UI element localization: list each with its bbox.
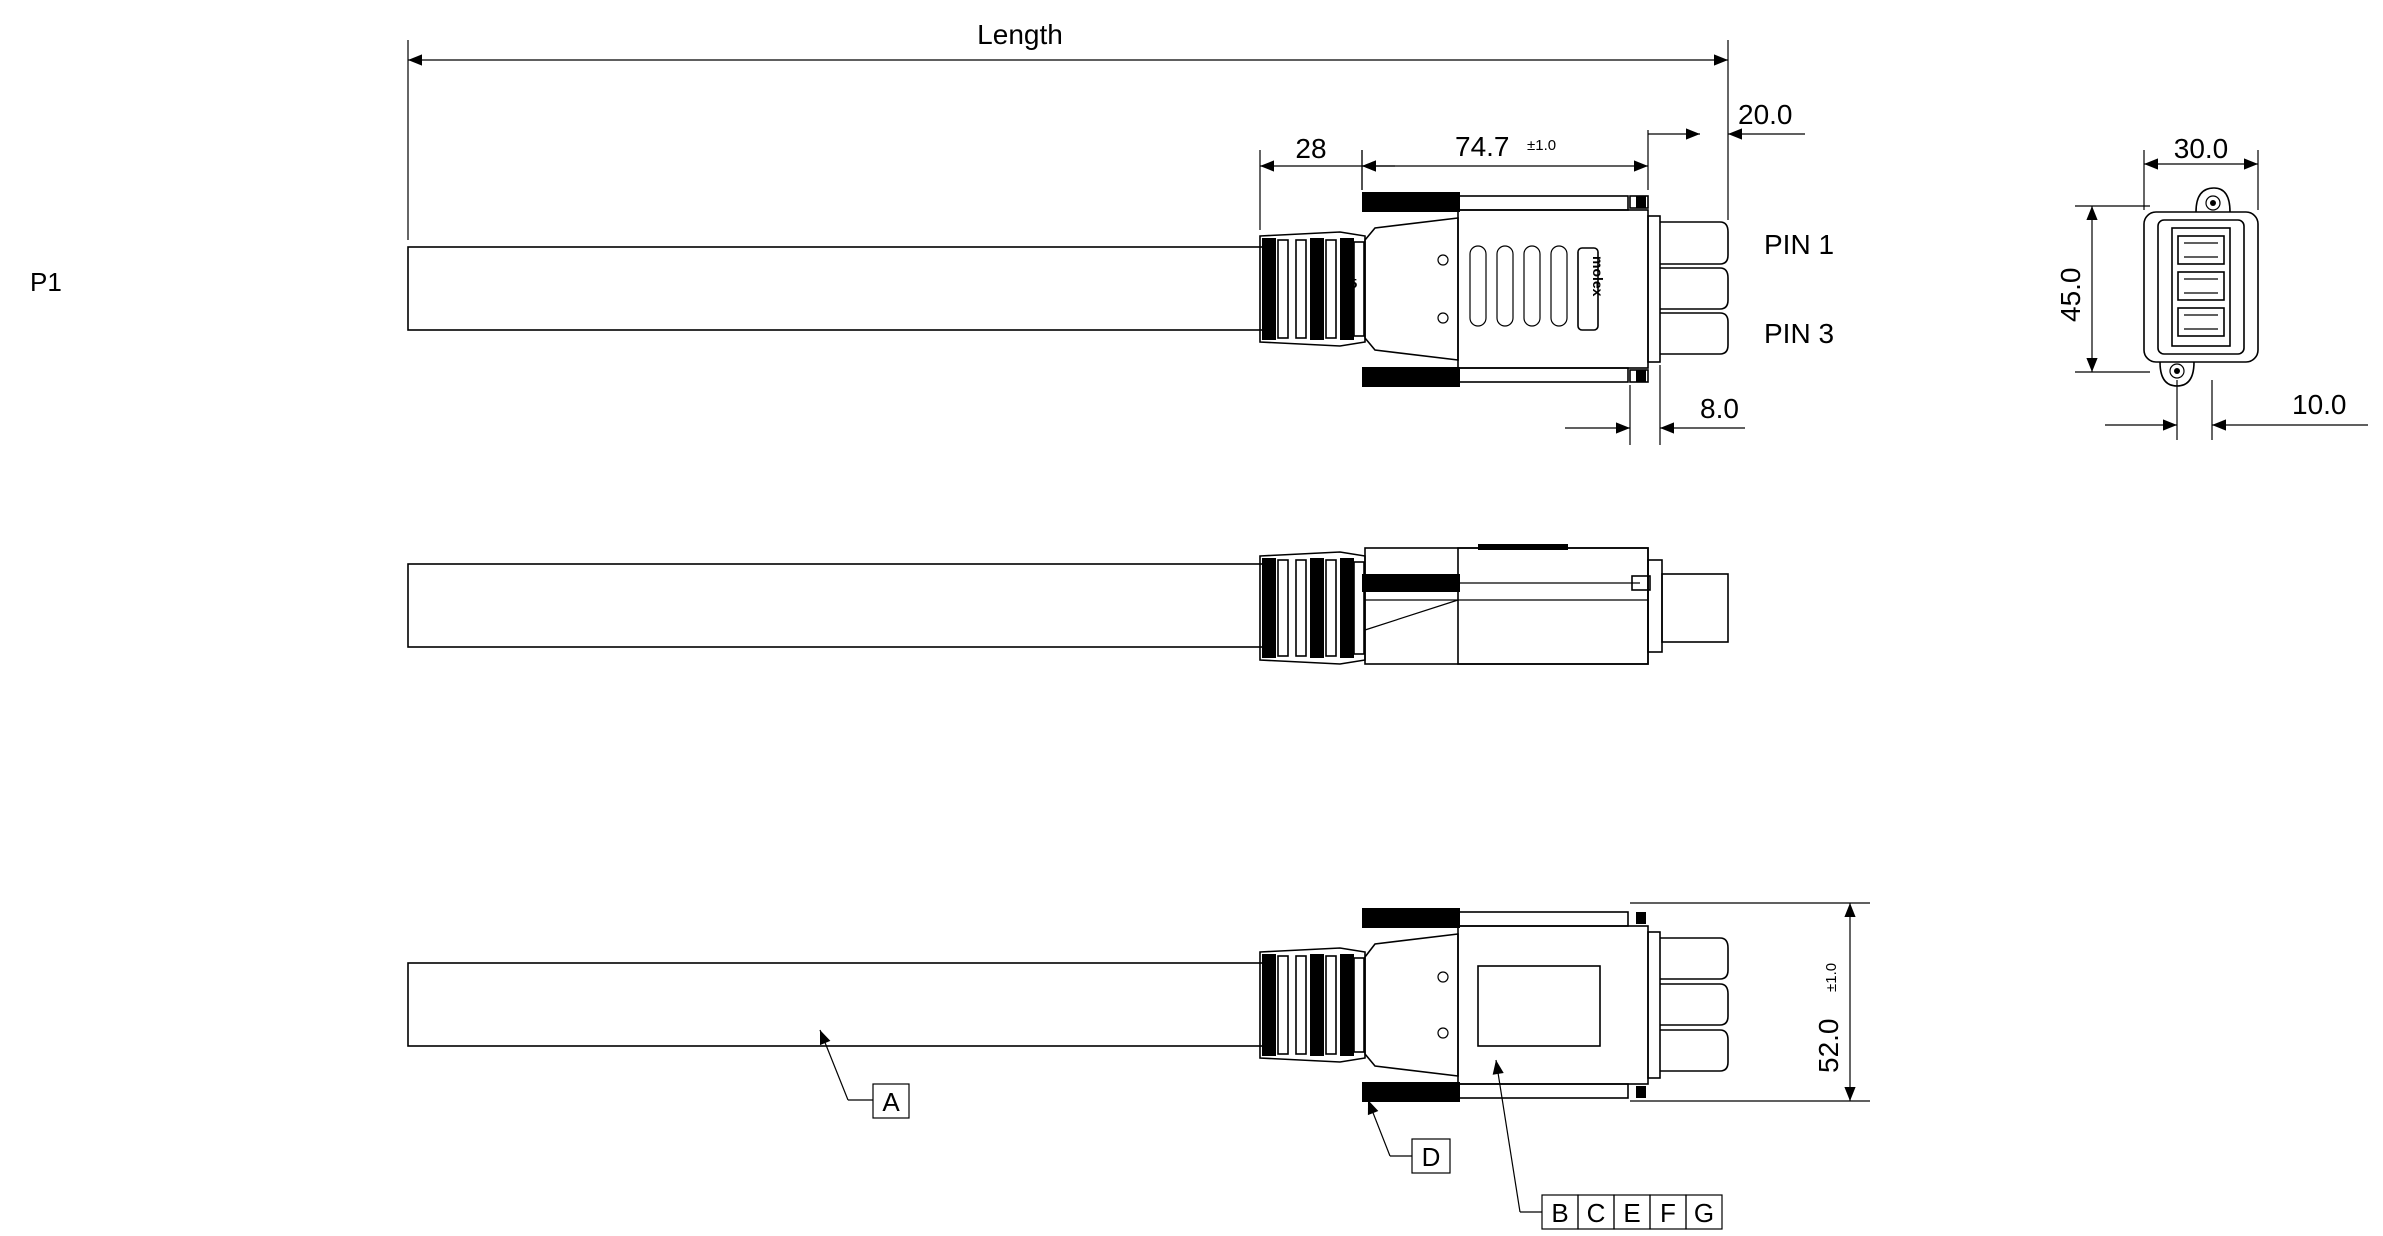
face-width-dimension: 30.0 <box>2143 133 2259 210</box>
face-offset-label: 10.0 <box>2292 389 2347 420</box>
label-area <box>1477 965 1601 1047</box>
pin1-label: PIN 1 <box>1764 229 1834 260</box>
face-height-label: 45.0 <box>2055 268 2086 323</box>
face-height-dimension: 45.0 <box>2055 205 2150 373</box>
view-label: P1 <box>30 267 62 297</box>
pins-out-dimension: 20.0 <box>1648 99 1805 140</box>
callout-box-c: C <box>1587 1198 1606 1228</box>
end-view: 30.0 45.0 10.0 <box>2055 133 2368 440</box>
height-dimension: 52.0 ±1.0 <box>1630 902 1870 1102</box>
boot-top <box>1259 231 1366 347</box>
screw-dimension-label: 8.0 <box>1700 393 1739 424</box>
housing-top: molex 5 <box>1350 195 1661 383</box>
boot-side <box>1259 551 1366 665</box>
length-dimension: Length <box>407 19 1729 240</box>
body-tolerance: ±1.0 <box>1527 137 1556 154</box>
pins-out-dimension-label: 20.0 <box>1738 99 1793 130</box>
length-label: Length <box>977 19 1063 50</box>
housing-bottom <box>1362 908 1729 1102</box>
callout-box-b: B <box>1551 1198 1568 1228</box>
body-dimension-label: 74.7 <box>1455 131 1510 162</box>
boot-dimension: 28 <box>1259 133 1395 230</box>
callout-d-label: D <box>1422 1142 1441 1172</box>
face-width-label: 30.0 <box>2174 133 2229 164</box>
side-view <box>407 544 1729 665</box>
height-dimension-label: 52.0 <box>1813 1019 1844 1074</box>
brand-logo: molex <box>1590 256 1606 297</box>
callout-a-label: A <box>882 1087 900 1117</box>
callout-d: D <box>1367 1099 1451 1174</box>
thumbscrews-top <box>1362 192 1649 387</box>
boot-dimension-label: 28 <box>1295 133 1326 164</box>
cable-bottom <box>407 962 1264 1047</box>
callout-a: A <box>819 1029 910 1119</box>
cable-side <box>407 563 1264 648</box>
height-tolerance: ±1.0 <box>1823 963 1840 992</box>
pin3-label: PIN 3 <box>1764 318 1834 349</box>
housing-side <box>1362 544 1729 665</box>
svg-text:5: 5 <box>1350 276 1357 291</box>
body-dimension: 74.7 ±1.0 <box>1361 130 1649 190</box>
bottom-view: 52.0 ±1.0 A D B C E F <box>407 902 1870 1230</box>
cable-top <box>407 246 1264 331</box>
face-offset-dimension: 10.0 <box>2105 380 2368 440</box>
boot-bottom <box>1259 947 1366 1063</box>
pins-top <box>1660 221 1729 355</box>
top-view: molex 5 PIN 1 PIN 3 Length <box>407 19 1834 445</box>
callout-label-boxes: B C E F G <box>1492 1059 1723 1230</box>
callout-box-g: G <box>1694 1198 1714 1228</box>
screw-dimension: 8.0 <box>1565 365 1745 445</box>
callout-box-e: E <box>1623 1198 1640 1228</box>
callout-box-f: F <box>1660 1198 1676 1228</box>
